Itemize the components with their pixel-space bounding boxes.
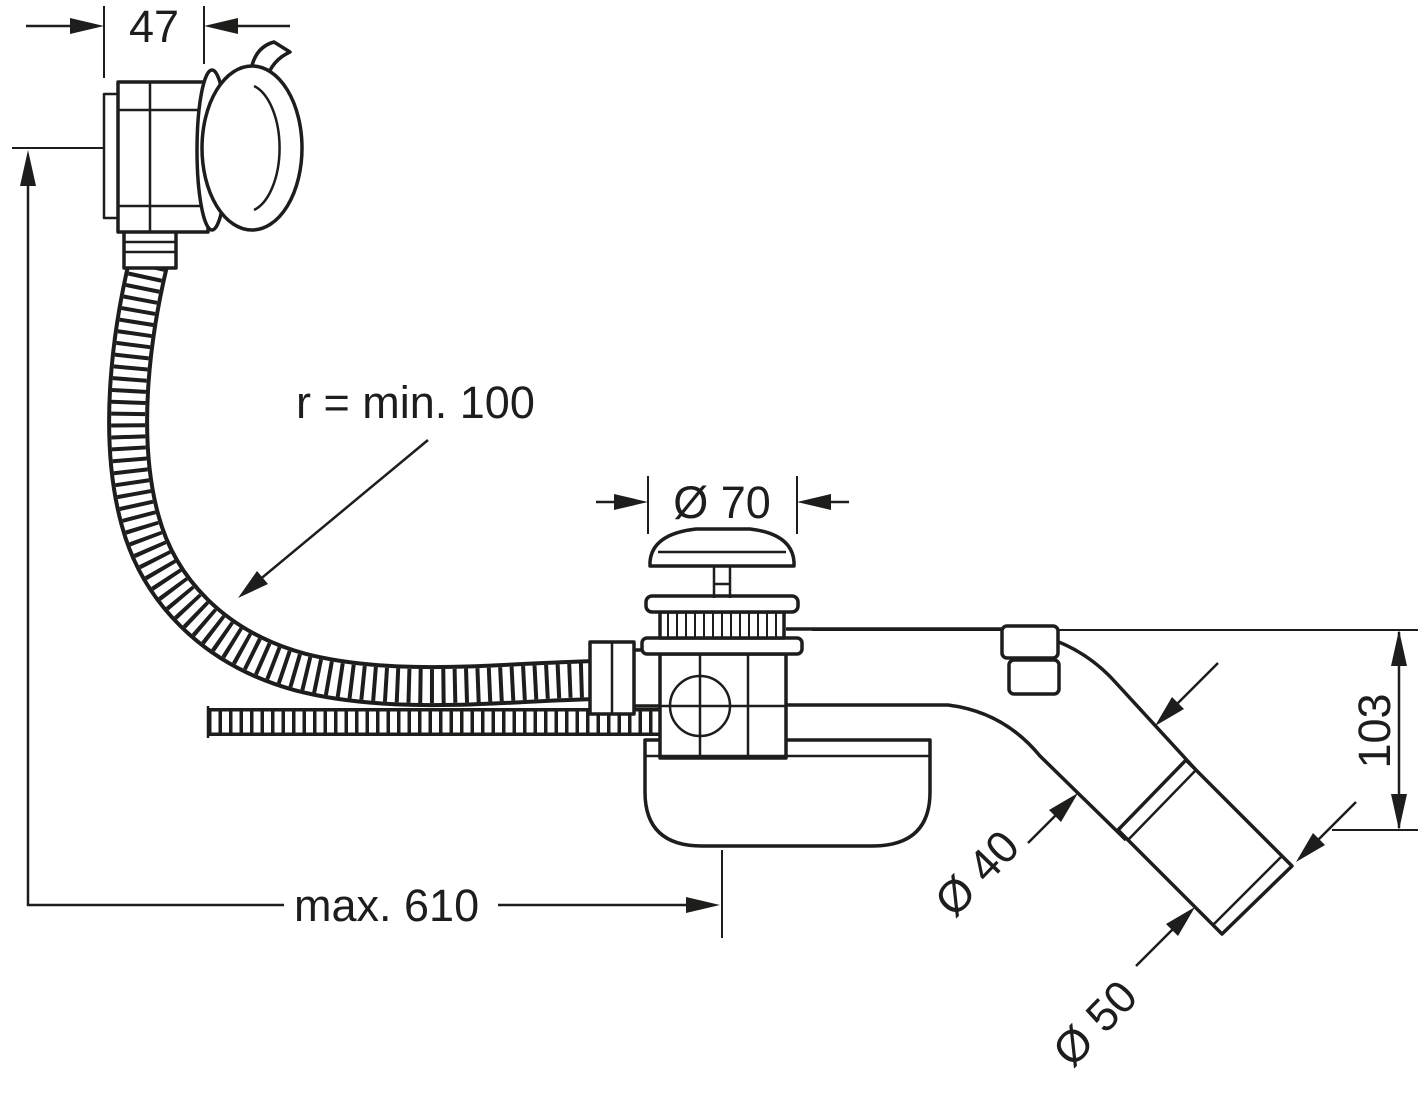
overflow-control-unit [102, 40, 304, 270]
dim-label-max-length: max. 610 [294, 880, 479, 931]
waste-plug-dome [648, 527, 796, 568]
arrowhead [1049, 793, 1078, 822]
dimension-outlet-drop: 103 [1332, 630, 1418, 831]
overflow-body [116, 80, 210, 234]
dimension-overflow-depth: 47 [26, 1, 290, 78]
arrowhead [614, 494, 648, 510]
flexible-overflow-hose [107, 259, 607, 708]
overflow-body-lines [118, 82, 208, 232]
arrowhead [1155, 697, 1184, 726]
hose-elbow [122, 228, 178, 270]
arrowhead [238, 571, 268, 598]
elbow-clamp-lines [124, 240, 176, 254]
socket-rings [1127, 769, 1283, 927]
annotation-bend-radius: r = min. 100 [238, 377, 535, 598]
waste-drain-assembly [588, 527, 1198, 848]
dim-label-overflow-depth: 47 [129, 1, 179, 52]
dimension-max-length: max. 610 [12, 147, 723, 938]
outlet-socket [1116, 758, 1294, 936]
strainer-grooves [667, 612, 777, 638]
arrowhead [70, 18, 104, 34]
waste-body-lines [660, 654, 786, 758]
back-plate [102, 92, 120, 220]
socket-body [1116, 758, 1294, 936]
arrowhead [1296, 833, 1325, 862]
arrowhead [797, 494, 831, 510]
arrowhead [1391, 630, 1407, 666]
arrowhead [204, 18, 238, 34]
trap-bowl [643, 738, 932, 848]
arrowhead [1391, 794, 1407, 830]
dim-label-socket-diameter: Ø 50 [1043, 970, 1147, 1076]
arrowhead [1166, 907, 1195, 936]
plug-stem [712, 566, 732, 598]
fitting-lower [1007, 658, 1061, 696]
top-flange [644, 594, 800, 614]
dim-label-pipe-diameter: Ø 40 [925, 820, 1029, 926]
control-cable [206, 706, 680, 738]
dimension-plug-diameter: Ø 70 [596, 476, 849, 534]
dim-label-bend-radius: r = min. 100 [296, 377, 535, 428]
dim-label-plug-diameter: Ø 70 [673, 477, 771, 528]
dim-label-outlet-drop: 103 [1349, 693, 1400, 768]
arrowhead [20, 150, 36, 186]
knob-inner-contour [253, 84, 281, 212]
drain-passage [668, 674, 732, 738]
pipe-fittings [1000, 624, 1061, 696]
fitting-upper [1000, 624, 1060, 660]
seat-flange [640, 636, 804, 656]
arrowhead [686, 897, 720, 913]
rotary-knob [200, 64, 304, 232]
